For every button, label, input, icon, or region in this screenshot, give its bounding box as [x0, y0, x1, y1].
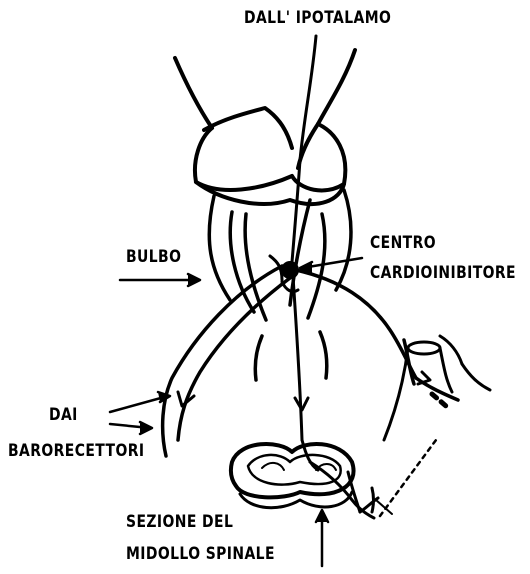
spinal-cord-section [231, 444, 354, 508]
label-baroreceptors-line1: DAI [49, 404, 78, 426]
label-section-line1: SEZIONE DEL [126, 511, 233, 533]
pons-outline [175, 50, 355, 204]
label-section-line2: MIDOLLO SPINALE [126, 543, 275, 565]
label-from-hypothalamus: DALL' IPOTALAMO [244, 7, 391, 29]
label-baroreceptors-line2: BARORECETTORI [8, 440, 144, 462]
label-center-line2: CARDIOINIBITORE [370, 262, 516, 284]
label-bulb: BULBO [126, 246, 181, 268]
vagus-efferent [296, 270, 490, 406]
label-center-line1: CENTRO [370, 232, 436, 254]
hypothalamic-pathway [292, 36, 318, 470]
